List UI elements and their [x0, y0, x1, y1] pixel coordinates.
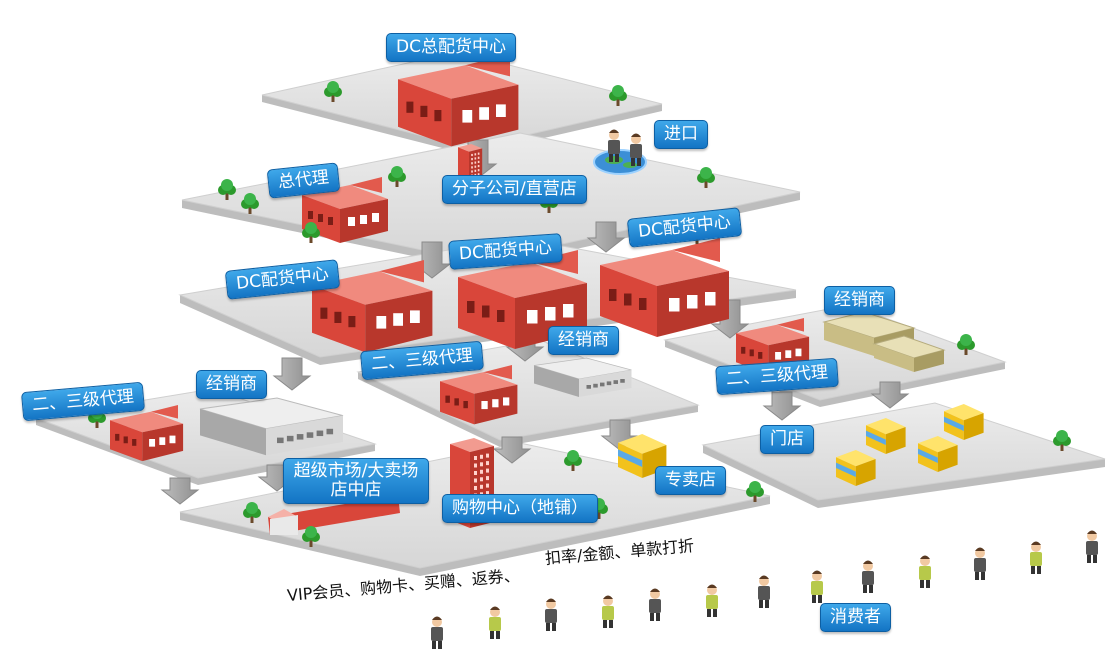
supermarket-label: 超级市场/大卖场 店中店	[283, 458, 429, 504]
consumer-person-icon	[649, 588, 661, 621]
dc-main-label: DC总配货中心	[386, 33, 516, 62]
factory-building	[600, 238, 729, 337]
arrow-down	[160, 477, 200, 505]
store-shop	[866, 418, 906, 454]
consumer-person-icon	[919, 555, 931, 588]
consumer-person-icon	[811, 570, 823, 603]
store-shop	[944, 404, 984, 440]
factory-building	[440, 365, 518, 425]
supermarket-building	[268, 495, 400, 535]
arrow-down	[586, 221, 626, 253]
warehouse-building	[199, 397, 344, 456]
branch-label: 分子公司/直营店	[442, 175, 587, 204]
dealer-complex	[822, 311, 946, 372]
tree-icon	[609, 85, 627, 106]
tree-icon	[243, 502, 261, 523]
factory-building	[398, 54, 519, 147]
tree-icon	[302, 526, 320, 547]
importer-person-icon	[630, 133, 642, 166]
store-shop	[918, 436, 958, 472]
import-label: 进口	[654, 120, 708, 149]
consumer-person-icon	[862, 560, 874, 593]
tree-icon	[388, 166, 406, 187]
consumer-person-icon	[1086, 530, 1098, 563]
tree-icon	[218, 179, 236, 200]
mall-label: 购物中心（地铺）	[442, 494, 598, 523]
consumer-person-icon	[758, 575, 770, 608]
tree-icon	[324, 81, 342, 102]
store-label: 门店	[760, 425, 814, 454]
consumer-person-icon	[489, 606, 501, 639]
tree-icon	[1053, 430, 1071, 451]
store-shop	[836, 450, 876, 486]
consumer-person-icon	[602, 595, 614, 628]
consumer-person-icon	[431, 616, 443, 649]
specialty-store-label: 专卖店	[655, 466, 726, 495]
tree-icon	[564, 450, 582, 471]
arrow-down	[272, 357, 312, 391]
importer-person-icon	[608, 129, 620, 162]
arrow-down	[762, 391, 802, 421]
consumer-person-icon	[706, 584, 718, 617]
warehouse-building	[533, 357, 632, 397]
factory-building	[312, 260, 433, 353]
consumer-person-icon	[545, 598, 557, 631]
consumer-label: 消费者	[820, 603, 891, 632]
consumer-person-icon	[1030, 541, 1042, 574]
arrow-down	[492, 436, 532, 464]
dealer-label-right: 经销商	[824, 286, 895, 315]
dealer-label-left: 经销商	[196, 370, 267, 399]
factory-building	[110, 405, 184, 462]
tree-icon	[697, 167, 715, 188]
tree-icon	[746, 481, 764, 502]
consumer-person-icon	[974, 547, 986, 580]
tree-icon	[302, 222, 320, 243]
tree-icon	[957, 334, 975, 355]
arrow-down	[870, 381, 910, 409]
tree-icon	[241, 193, 259, 214]
dealer-label-middle: 经销商	[548, 326, 619, 355]
